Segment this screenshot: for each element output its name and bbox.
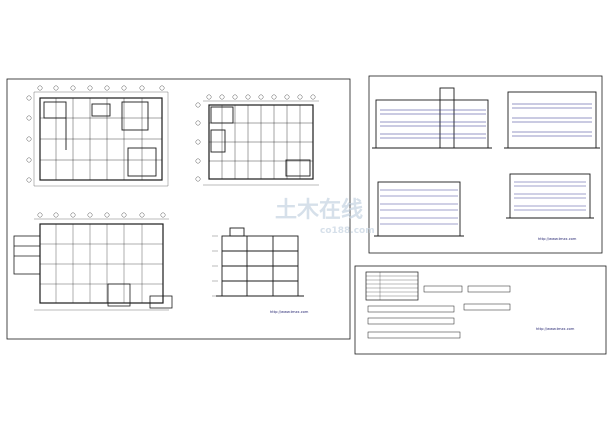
watermark-main: 土木在线: [275, 197, 363, 223]
elevation-3-windows: [380, 189, 458, 225]
elevation-2: [504, 91, 600, 149]
elevation-4-windows: [514, 181, 586, 211]
plan-1-walls: [43, 101, 157, 177]
elevation-2-windows: [512, 103, 592, 137]
schedule-table: [365, 271, 419, 301]
sheet-right-top: http://www.tmzx.com: [368, 75, 603, 254]
elevation-4: [506, 173, 594, 219]
schedule-table-outline: [365, 271, 419, 301]
plan-1-grid: [40, 98, 162, 180]
sheet-right-bottom: http://www.tmzx.com: [354, 265, 607, 355]
sheet-right-top-border: [368, 75, 603, 254]
plan-1-dims: [33, 91, 169, 187]
plan-1-axis-bubbles: [26, 85, 165, 183]
plan-3-grid: [40, 224, 163, 303]
elevation-3: [374, 181, 464, 237]
section-levels: [212, 235, 218, 297]
right-top-note-url: http://www.tmzx.com: [538, 237, 577, 241]
sheet-right-bottom-border: [354, 265, 607, 355]
schedule-table-rows: [366, 272, 418, 300]
plan-2-axis-bubbles: [195, 94, 316, 182]
plan-2-walls: [210, 106, 311, 177]
sheet-left: http://www.tmzx.com: [6, 78, 351, 340]
detail-strips: [367, 285, 511, 339]
left-note-url: http://www.tmzx.com: [270, 310, 309, 314]
section-frame: [216, 227, 304, 297]
right-bottom-note-url: http://www.tmzx.com: [536, 327, 575, 331]
watermark-sub: co188.com: [320, 226, 375, 236]
elevation-1-windows: [380, 109, 486, 139]
plan-2-dims: [203, 100, 319, 186]
section-drawing: [212, 227, 304, 297]
floor-plan-2: [195, 94, 319, 186]
plan-3-axis-bubbles: [37, 212, 166, 218]
elevation-1: [372, 87, 492, 149]
plan-2-grid: [209, 105, 313, 179]
sheet-left-border: [6, 78, 351, 340]
watermark: 土木在线 co188.com: [275, 197, 375, 236]
plan-3-dims: [34, 218, 169, 311]
plan-3-annex: [13, 235, 173, 309]
floor-plan-3: [13, 212, 173, 311]
floor-plan-1: [26, 85, 169, 187]
